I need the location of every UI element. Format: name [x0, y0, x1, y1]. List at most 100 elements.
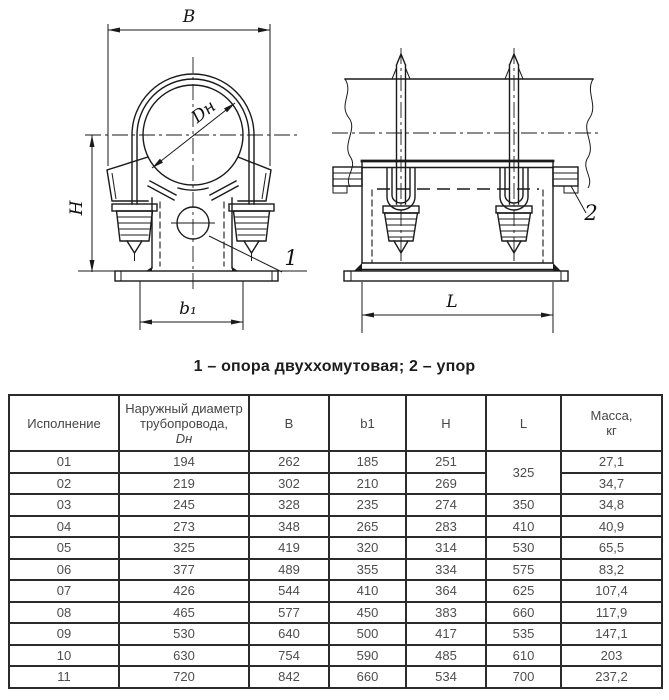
part-label-2: 2	[583, 201, 597, 225]
column-header: Наружный диаметр трубопровода,Dн	[118, 394, 250, 452]
part-leader-2: 2	[570, 185, 598, 225]
stud-right	[504, 52, 524, 205]
table-cell: 534	[405, 665, 487, 689]
table-cell: 754	[248, 643, 330, 667]
table-cell: 269	[405, 471, 487, 495]
column-header: b1	[328, 394, 407, 452]
dimension-Dn: Dн	[151, 97, 236, 169]
table-cell: 03	[8, 493, 120, 517]
table-cell: 210	[328, 471, 407, 495]
table-cell: 02	[8, 471, 120, 495]
table-cell: 245	[118, 493, 250, 517]
table-cell: 419	[248, 536, 330, 560]
table-cell: 842	[248, 665, 330, 689]
table-cell: 426	[118, 579, 250, 603]
u-bolt-clamp	[131, 73, 255, 205]
table-cell: 07	[8, 579, 120, 603]
part-label-1: 1	[284, 246, 297, 270]
table-cell: 235	[328, 493, 407, 517]
table-cell: 283	[405, 514, 487, 538]
table-cell: 417	[405, 622, 487, 646]
dim-label-H: H	[67, 199, 87, 216]
base-plate-side	[343, 263, 569, 282]
table-cell: 700	[485, 665, 562, 689]
table-cell: 262	[248, 450, 330, 474]
table-cell: 410	[485, 514, 562, 538]
table-cell: 194	[118, 450, 250, 474]
table-cell: 465	[118, 600, 250, 624]
table-cell: 383	[405, 600, 487, 624]
pipe-side	[344, 78, 594, 189]
column-header: H	[405, 394, 487, 452]
dim-label-b1: b₁	[179, 299, 197, 319]
table-cell: 40,9	[560, 514, 663, 538]
table-cell: 328	[248, 493, 330, 517]
table-cell: 237,2	[560, 665, 663, 689]
table-cell: 107,4	[560, 579, 663, 603]
table-cell: 660	[328, 665, 407, 689]
table-cell: 640	[248, 622, 330, 646]
table-cell: 83,2	[560, 557, 663, 581]
table-cell: 500	[328, 622, 407, 646]
table-cell: 625	[485, 579, 562, 603]
table-cell: 364	[405, 579, 487, 603]
table-cell: 334	[405, 557, 487, 581]
table-cell: 660	[485, 600, 562, 624]
table-cell: 325	[485, 450, 562, 495]
part-leader-1: 1	[208, 235, 298, 273]
pedestal-body	[151, 197, 233, 269]
table-cell: 535	[485, 622, 562, 646]
table-cell: 410	[328, 579, 407, 603]
table-cell: 273	[118, 514, 250, 538]
base-plate-front	[78, 267, 307, 282]
figure-caption: 1 – опора двуххомутовая; 2 – упор	[193, 358, 476, 375]
table-cell: 325	[118, 536, 250, 560]
table-cell: 08	[8, 600, 120, 624]
clamp-lugs	[106, 156, 272, 202]
table-cell: 450	[328, 600, 407, 624]
table-cell: 544	[248, 579, 330, 603]
table-cell: 348	[248, 514, 330, 538]
table-cell: 10	[8, 643, 120, 667]
table-cell: 577	[248, 600, 330, 624]
table-cell: 610	[485, 643, 562, 667]
table-cell: 489	[248, 557, 330, 581]
table-cell: 34,8	[560, 493, 663, 517]
table-cell: 590	[328, 643, 407, 667]
table-cell: 575	[485, 557, 562, 581]
table-cell: 302	[248, 471, 330, 495]
dim-label-Dn: Dн	[187, 97, 220, 129]
dimension-H: H	[67, 135, 95, 272]
table-cell: 720	[118, 665, 250, 689]
table-cell: 185	[328, 450, 407, 474]
table-cell: 01	[8, 450, 120, 474]
dimension-b1: b₁	[139, 281, 244, 330]
u-saddle-right	[499, 167, 529, 211]
table-cell: 630	[118, 643, 250, 667]
column-header: Масса,кг	[560, 394, 663, 452]
table-cell: 377	[118, 557, 250, 581]
table-cell: 11	[8, 665, 120, 689]
table-cell: 09	[8, 622, 120, 646]
table-cell: 06	[8, 557, 120, 581]
column-header: B	[248, 394, 330, 452]
table-cell: 274	[405, 493, 487, 517]
stud-left	[391, 52, 411, 205]
table-cell: 219	[118, 471, 250, 495]
bolt-nut-right	[228, 203, 275, 261]
column-header: L	[485, 394, 562, 452]
dim-label-B: B	[182, 7, 196, 27]
